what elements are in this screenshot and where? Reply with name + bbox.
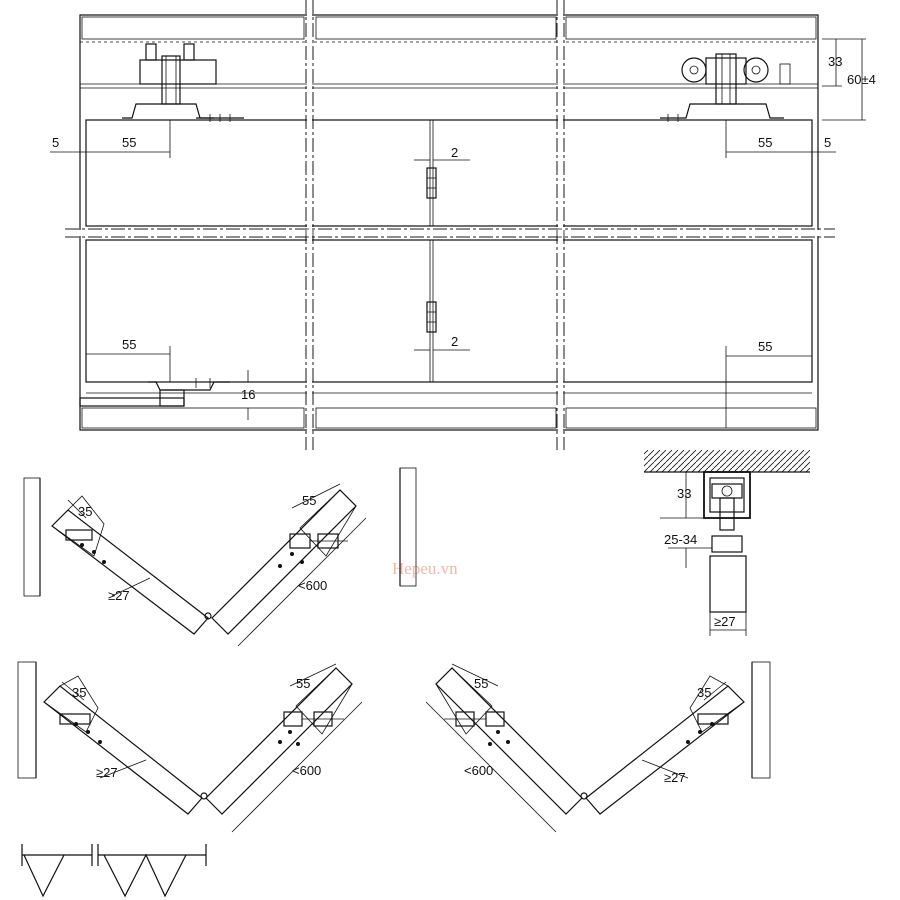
dim-track-depth: 33 [828,54,842,69]
plan-view-bottom-left: 35 55 ≥27 <600 [17,661,363,833]
dim-offset-bottom-right: 55 [758,339,772,354]
track-profile [703,471,751,519]
door-panel-top [85,119,813,227]
watermark: Hepeu.vn [392,559,458,578]
right-leaf [211,489,357,635]
dim-offset-top-right: 55 [758,135,772,150]
bottom-track-right [565,407,817,429]
section-detail: 33 25-34 ≥27 [644,450,810,636]
dim-adjust-range: 25-34 [664,532,697,547]
plan-view-top: 35 55 ≥27 <600 [23,467,417,647]
dim-offset-bottom-left: 55 [122,337,136,352]
dim-gap-left: 5 [52,135,59,150]
dim-total-height: 60±4 [847,72,876,87]
plan-bl-min-thickness: ≥27 [96,765,118,780]
dim-offset-top-left: 55 [122,135,136,150]
plan-top-right-offset: 55 [302,493,316,508]
bottom-track-left [81,407,305,429]
top-pivot-carrier [122,43,244,122]
left-leaf [51,509,209,635]
plan-view-bottom-right: 55 35 ≥27 <600 [425,661,771,833]
dim-gap-right: 5 [824,135,831,150]
plan-bl-max-width: <600 [292,763,321,778]
folding-layout-symbol [21,844,207,898]
dim-hinge-gap-top: 2 [451,145,458,160]
top-roller-carrier [660,53,791,122]
hinge-top [426,167,437,199]
dim-section-min-thickness: ≥27 [714,614,736,629]
bottom-track-middle [315,407,557,429]
top-track-right [565,16,817,40]
left-leaf [43,685,203,815]
plan-bl-left-offset: 35 [72,685,86,700]
plan-top-max-width: <600 [298,578,327,593]
hinge-bottom [426,301,437,333]
plan-bl-right-offset: 55 [296,676,310,691]
plan-br-min-thickness: ≥27 [664,770,686,785]
front-elevation: 33 60±4 5 55 55 5 2 2 55 55 16 [50,0,876,450]
dim-section-track-depth: 33 [677,486,691,501]
plan-br-max-width: <600 [464,763,493,778]
plan-br-right-offset: 35 [697,685,711,700]
bottom-pivot [79,378,230,407]
dim-bottom-clearance: 16 [241,387,255,402]
plan-top-min-thickness: ≥27 [108,588,130,603]
top-track-middle [315,16,557,40]
plan-br-left-offset: 55 [474,676,488,691]
top-track-left [81,16,305,40]
door-section [709,555,747,613]
plan-top-left-offset: 35 [78,504,92,519]
door-panel-bottom [85,239,813,383]
right-leaf [585,685,745,815]
dim-hinge-gap-bottom: 2 [451,334,458,349]
